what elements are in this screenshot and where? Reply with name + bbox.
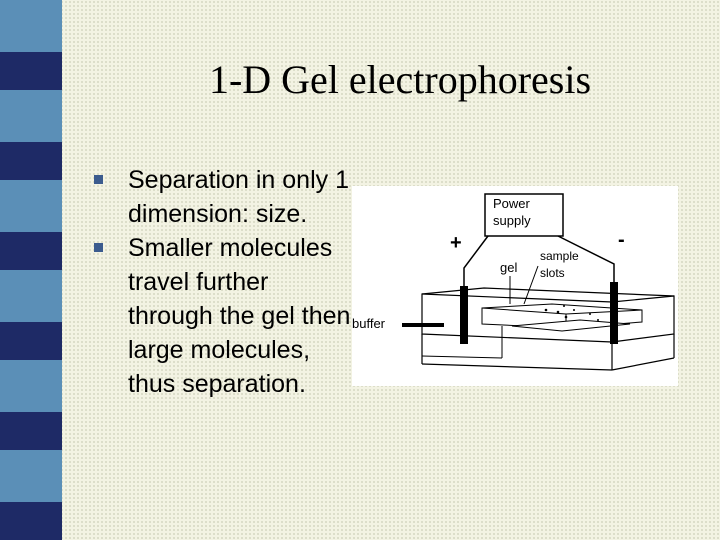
square-bullet-icon [94,243,103,252]
stripe-segment [0,0,62,52]
stripe-segment [0,270,62,322]
stripe-segment [0,450,62,502]
gel-platform [481,303,643,329]
power-supply-label-line2: supply [493,213,531,228]
gel-slab [511,319,631,332]
electrophoresis-diagram: Power supply + - gel sample slots [352,186,678,386]
bullet-item-separation: Separation in only 1 dimension: size. [90,163,360,231]
bullet-text: Separation in only 1 dimension: size. [128,166,349,228]
stripe-segment [0,180,62,232]
bullet-text: Smaller molecules travel further through… [128,234,351,398]
stripe-segment [0,411,62,450]
stripe-segment [0,231,62,270]
stripe-segment [0,51,62,90]
stripe-segment [0,501,62,540]
positive-terminal-label: + [450,232,462,254]
buffer-pointer [402,323,444,327]
square-bullet-icon [94,175,103,184]
decorative-stripe-bar [0,0,62,540]
bullet-item-smaller-molecules: Smaller molecules travel further through… [90,231,360,401]
apparatus-drawing: Power supply + - gel sample slots [352,193,675,371]
negative-electrode [610,282,618,344]
slide-title: 1-D Gel electrophoresis [208,57,592,102]
sample-slots-label-line2: slots [540,266,565,280]
negative-terminal-label: - [618,229,625,251]
gel-label: gel [500,260,517,275]
sample-pointer-line [523,265,539,305]
stripe-segment [0,360,62,412]
power-supply-label-line1: Power [493,196,531,211]
power-supply-box [484,193,564,237]
positive-electrode [460,286,468,344]
stripe-segment [0,90,62,142]
buffer-label: buffer [352,316,386,331]
sample-slots-label-line1: sample [540,249,579,263]
bullet-list: Separation in only 1 dimension: size. Sm… [90,163,360,401]
stripe-segment [0,321,62,360]
stripe-segment [0,141,62,180]
